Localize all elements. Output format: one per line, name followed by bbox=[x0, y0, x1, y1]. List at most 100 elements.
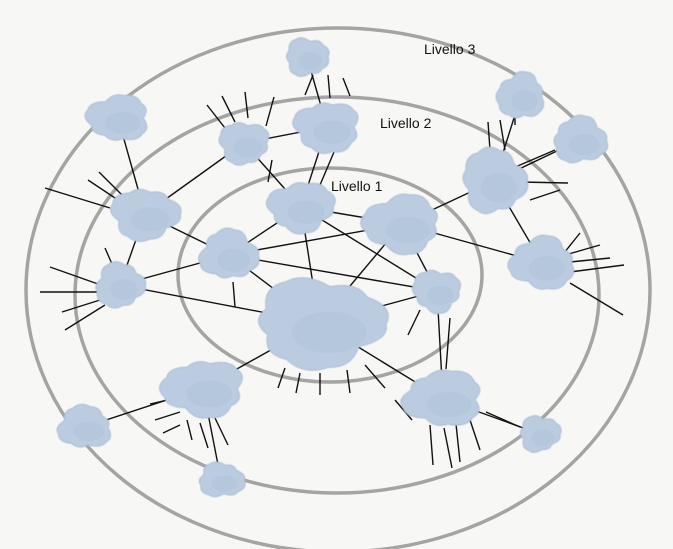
cloud-body bbox=[360, 193, 438, 256]
link-stub bbox=[529, 189, 561, 201]
link-stub bbox=[327, 74, 331, 99]
cloud-shade bbox=[105, 112, 141, 134]
link-stub bbox=[206, 104, 226, 129]
cloud-shade bbox=[233, 137, 263, 158]
cloud-network-M bbox=[95, 261, 147, 309]
cloud-body bbox=[95, 261, 147, 309]
link-stub bbox=[221, 95, 236, 123]
link-stub bbox=[304, 74, 314, 96]
cloud-body bbox=[462, 146, 529, 215]
link-stub bbox=[244, 91, 249, 119]
cloud-body bbox=[286, 37, 330, 77]
level-2-label: Livello 2 bbox=[380, 115, 432, 131]
cloud-body bbox=[56, 403, 112, 448]
level-3-ring bbox=[24, 26, 652, 549]
level-1-label: Livello 1 bbox=[331, 178, 383, 194]
link-stub bbox=[485, 411, 521, 428]
link-stub bbox=[295, 372, 301, 394]
link-stub bbox=[445, 317, 451, 370]
cloud-network-G bbox=[462, 146, 529, 215]
link-stub bbox=[44, 187, 111, 209]
cloud-network-Q bbox=[400, 369, 481, 426]
link-stub bbox=[319, 151, 335, 186]
cloud-shade bbox=[298, 52, 323, 70]
cloud-body bbox=[292, 102, 359, 155]
cloud-network-D bbox=[84, 94, 148, 141]
link-stub bbox=[469, 419, 481, 451]
link-stub bbox=[186, 419, 193, 441]
level-2-ring bbox=[73, 95, 601, 495]
link-stub bbox=[232, 281, 236, 308]
network-clouds bbox=[56, 37, 609, 498]
link-stub bbox=[394, 399, 413, 421]
cloud-body bbox=[218, 122, 270, 166]
link-stub bbox=[98, 171, 126, 199]
cloud-shade bbox=[186, 380, 233, 408]
cloud-shade bbox=[480, 172, 518, 203]
link-stub bbox=[499, 119, 506, 151]
link-stub bbox=[364, 364, 386, 389]
cloud-shade bbox=[386, 216, 430, 244]
cloud-body bbox=[400, 369, 481, 426]
link-stub bbox=[265, 96, 275, 127]
link-stub bbox=[407, 309, 421, 336]
cloud-network-S bbox=[198, 461, 246, 498]
cloud-shade bbox=[511, 90, 538, 112]
link-stub bbox=[199, 422, 209, 449]
cloud-network-A bbox=[286, 37, 330, 77]
cloud-shade bbox=[528, 256, 566, 281]
cloud-shade bbox=[73, 421, 105, 442]
cloud-network-B bbox=[218, 122, 270, 166]
cloud-network-N bbox=[258, 277, 389, 371]
cloud-network-T bbox=[520, 415, 562, 453]
cloud-body bbox=[84, 94, 148, 141]
cloud-network-K bbox=[507, 234, 575, 290]
cloud-shade bbox=[426, 392, 472, 418]
cloud-body bbox=[258, 277, 389, 371]
link-stub bbox=[487, 121, 491, 151]
link-stub bbox=[87, 179, 119, 201]
cloud-body bbox=[265, 182, 336, 235]
level-3-label: Livello 3 bbox=[424, 41, 476, 57]
cloud-shade bbox=[110, 279, 138, 300]
cloud-body bbox=[198, 461, 246, 498]
link-stub bbox=[443, 427, 453, 469]
cloud-body bbox=[110, 188, 182, 242]
cloud-shade bbox=[211, 475, 238, 492]
cloud-body bbox=[495, 70, 545, 119]
link-stub bbox=[162, 424, 181, 434]
link-stub bbox=[214, 417, 229, 446]
cloud-shade bbox=[427, 285, 454, 306]
cloud-network-F bbox=[553, 114, 609, 164]
cloud-shade bbox=[131, 207, 170, 232]
cloud-shade bbox=[568, 134, 600, 156]
cloud-network-H bbox=[110, 188, 182, 242]
cloud-network-E bbox=[495, 70, 545, 119]
link-stub bbox=[429, 424, 434, 466]
cloud-network-R bbox=[56, 403, 112, 448]
cloud-body bbox=[159, 361, 243, 419]
cloud-shade bbox=[217, 248, 250, 272]
cloud-body bbox=[198, 227, 260, 279]
cloud-body bbox=[507, 234, 575, 290]
cloud-shade bbox=[291, 311, 367, 353]
link-stub bbox=[64, 304, 106, 331]
link-stub bbox=[154, 411, 181, 421]
link-stub bbox=[569, 257, 611, 263]
cloud-network-J bbox=[360, 193, 438, 256]
link-stub bbox=[512, 149, 556, 169]
link-stub bbox=[277, 367, 286, 389]
cloud-body bbox=[411, 269, 461, 315]
level-rings bbox=[24, 26, 652, 549]
link-stub bbox=[564, 244, 601, 256]
cloud-shade bbox=[531, 429, 555, 447]
link-stub bbox=[104, 247, 113, 265]
cloud-network-P bbox=[159, 361, 243, 419]
link-stub bbox=[346, 369, 351, 394]
link-stub bbox=[267, 159, 273, 183]
cloud-body bbox=[553, 114, 609, 164]
cloud-network-O bbox=[411, 269, 461, 315]
link-stub bbox=[569, 264, 625, 273]
cloud-network-C bbox=[292, 102, 359, 155]
